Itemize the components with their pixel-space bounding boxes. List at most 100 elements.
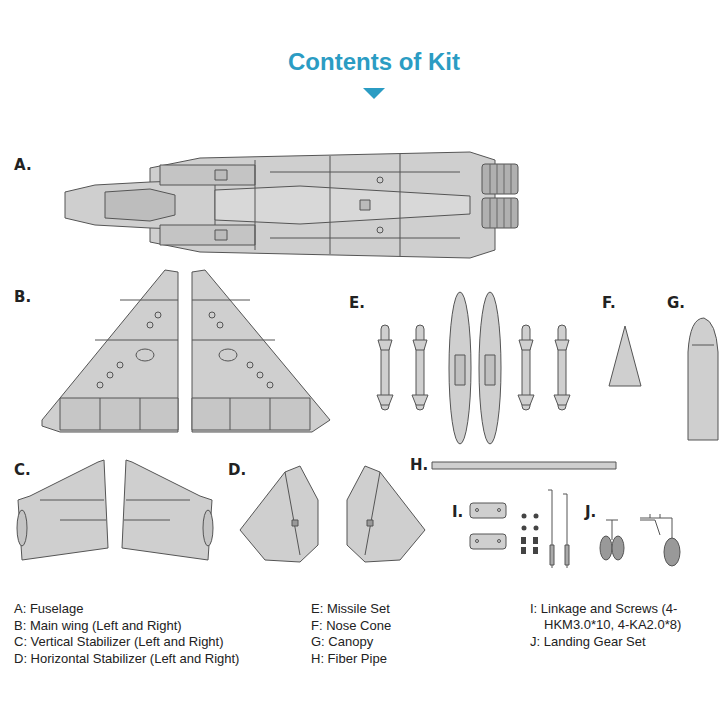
main-wing [42, 270, 330, 432]
main-wing [267, 382, 273, 388]
fuselage [330, 156, 331, 254]
vertical-stabilizer [60, 520, 106, 521]
fuselage [215, 186, 470, 224]
canopy [688, 318, 718, 440]
vertical-stabilizer [124, 520, 170, 521]
missile-set [378, 340, 392, 350]
linkage-screws [470, 503, 506, 518]
nose-cone [609, 326, 641, 386]
fuselage [482, 164, 518, 194]
fuselage [215, 230, 227, 240]
pointer-arrow [363, 88, 385, 99]
fuselage [504, 164, 505, 194]
kit-title: Contents of Kit [288, 48, 460, 76]
linkage-screws [498, 540, 501, 543]
landing-gear [640, 520, 660, 535]
vertical-stabilizer [18, 460, 108, 560]
part-list-item: E: Missile Set [311, 601, 390, 617]
main-wing [100, 398, 101, 430]
missile-set [479, 292, 501, 444]
part-letter: I. [452, 503, 463, 521]
landing-gear [650, 514, 651, 518]
canopy [692, 345, 714, 346]
main-wing [140, 398, 141, 430]
missile-set [554, 395, 570, 405]
main-wing [192, 300, 250, 301]
nose-cone [609, 326, 641, 386]
part-list-item: H: Fiber Pipe [311, 651, 387, 667]
fuselage [160, 225, 255, 245]
linkage-screws [470, 490, 569, 568]
landing-gear [600, 514, 680, 566]
missile-set [485, 355, 495, 385]
fuselage [270, 172, 460, 173]
main-wing [107, 372, 113, 378]
main-wing [60, 398, 178, 430]
part-letter: F. [602, 294, 616, 312]
part-letter: B. [14, 288, 31, 306]
linkage-screws [522, 526, 527, 531]
missile-set [412, 395, 428, 405]
fuselage [490, 164, 491, 194]
horizontal-stabilizer [240, 466, 425, 562]
kit-illustration [17, 88, 718, 568]
main-wing [247, 362, 253, 368]
linkage-screws [521, 547, 526, 554]
fiber-pipe [432, 462, 616, 469]
linkage-screws [522, 514, 527, 519]
fuselage [490, 164, 511, 228]
main-wing [147, 322, 153, 328]
fuselage [490, 198, 491, 228]
main-wing [230, 398, 231, 430]
part-list-item: C: Vertical Stabilizer (Left and Right) [14, 634, 224, 650]
main-wing [120, 300, 178, 301]
main-wing [95, 340, 178, 341]
fuselage [377, 177, 383, 183]
main-wing [257, 372, 263, 378]
fuselage [482, 198, 518, 228]
linkage-screws [521, 514, 539, 555]
part-letter: D. [228, 461, 246, 479]
fuselage [160, 165, 255, 185]
horizontal-stabilizer [347, 466, 425, 562]
main-wing [42, 270, 178, 432]
missile-set [449, 292, 471, 444]
main-wing [192, 340, 275, 341]
landing-gear [640, 518, 672, 519]
missile-set [555, 340, 569, 350]
vertical-stabilizer [17, 460, 213, 560]
vertical-stabilizer [203, 510, 213, 546]
vertical-stabilizer [17, 510, 27, 546]
fuselage [215, 170, 227, 180]
part-letter: E. [349, 294, 365, 312]
main-wing [217, 322, 223, 328]
fuselage [497, 198, 498, 228]
landing-gear [672, 518, 673, 540]
fuselage [360, 200, 370, 210]
missile-set [377, 395, 393, 405]
horizontal-stabilizer [367, 520, 373, 526]
main-wing [192, 398, 310, 430]
fuselage [511, 198, 512, 228]
part-list-item: G: Canopy [311, 634, 373, 650]
part-letter: G. [667, 294, 685, 312]
landing-gear [660, 514, 661, 518]
missile-set [413, 340, 427, 350]
linkage-screws [533, 547, 538, 554]
linkage-screws [476, 540, 479, 543]
horizontal-stabilizer [292, 520, 298, 526]
main-wing [117, 362, 123, 368]
fuselage [511, 164, 512, 194]
fuselage [270, 238, 460, 239]
part-list-item: F: Nose Cone [311, 618, 391, 634]
landing-gear [606, 520, 618, 521]
fuselage [65, 152, 518, 258]
fuselage [377, 227, 383, 233]
part-list-item: I: Linkage and Screws (4-HKM3.0*10, 4-KA… [530, 601, 724, 633]
missile-set [377, 292, 570, 444]
part-letter: H. [410, 456, 428, 474]
fuselage [482, 164, 518, 228]
linkage-screws [470, 534, 506, 549]
part-list-item: D: Horizontal Stabilizer (Left and Right… [14, 651, 239, 667]
